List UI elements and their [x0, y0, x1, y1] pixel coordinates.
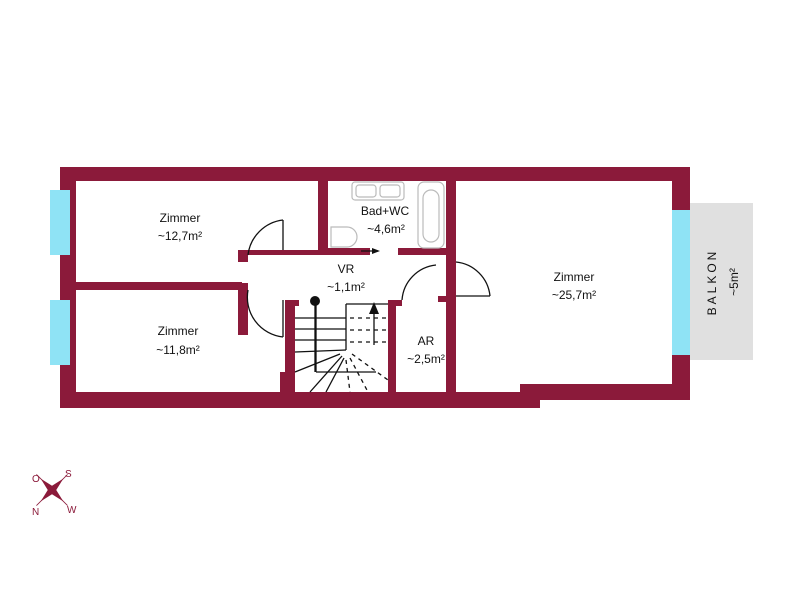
compass-label-o: O	[32, 474, 40, 485]
room-area: ~2,5m²	[407, 352, 445, 366]
room-name: AR	[418, 334, 435, 348]
room-name: Zimmer	[160, 211, 201, 225]
room-area: ~25,7m²	[552, 288, 596, 302]
room-area: ~4,6m²	[367, 222, 405, 236]
window	[50, 300, 70, 365]
compass-icon	[36, 474, 68, 506]
balcony-area-label: ~5m²	[727, 268, 741, 296]
room-name: VR	[338, 262, 355, 276]
room-name: Zimmer	[158, 324, 199, 338]
room-name: Zimmer	[554, 270, 595, 284]
balcony-area	[690, 203, 753, 360]
balcony-name: BALKON	[705, 249, 719, 316]
doors	[246, 219, 491, 338]
room-area: ~12,7m²	[158, 229, 202, 243]
room-area: ~11,8m²	[156, 343, 199, 357]
bathroom-fixtures	[330, 181, 445, 249]
window	[50, 190, 70, 255]
staircase	[294, 296, 389, 393]
room-area: ~1,1m²	[327, 280, 365, 294]
compass-label-w: W	[67, 505, 77, 516]
compass-label-n: N	[32, 507, 39, 518]
room-name: Bad+WC	[361, 204, 410, 218]
window	[672, 210, 690, 355]
compass-label-s: S	[65, 469, 72, 480]
